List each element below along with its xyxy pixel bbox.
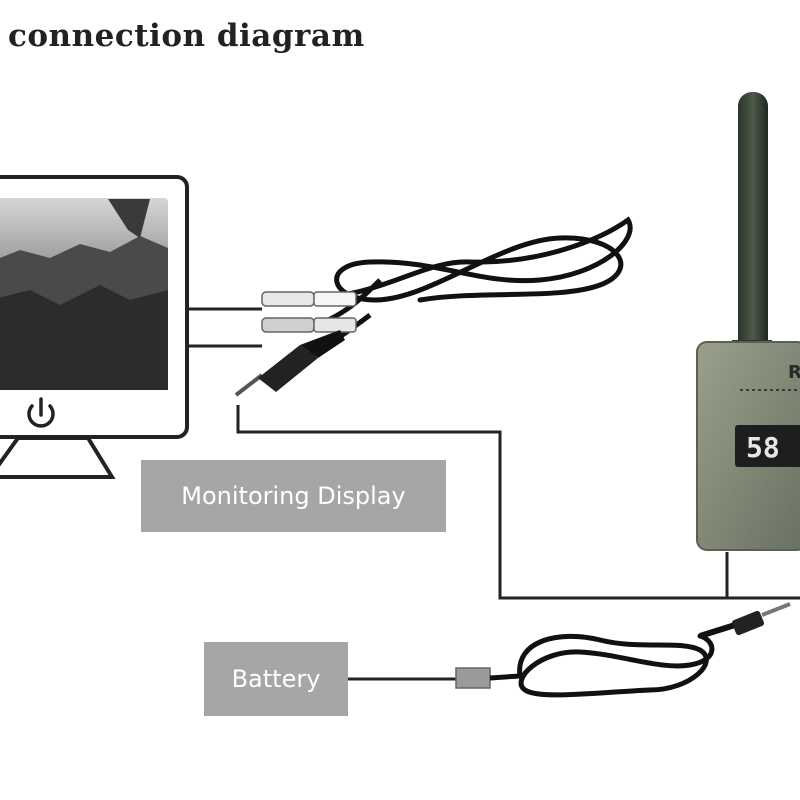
av-jack-plug (234, 330, 345, 397)
screen-rocks (0, 285, 168, 390)
receiver-lcd-readout: 58 (746, 431, 780, 464)
receiver-lcd (735, 425, 800, 467)
receiver-logo: R (788, 362, 800, 383)
screen-drone-wing (108, 199, 150, 238)
battery-plug (455, 667, 491, 689)
rca-plug-red (261, 317, 357, 333)
receiver: R 58 (696, 92, 800, 551)
dc-jack-plug (732, 602, 791, 636)
battery-label: Battery (204, 642, 348, 716)
connector-lines (187, 307, 800, 681)
rca-plug-white (261, 291, 357, 307)
av-cable (234, 216, 633, 397)
diagram-title: connection diagram (8, 18, 365, 54)
antenna (738, 92, 768, 357)
power-icon (27, 397, 55, 428)
monitor-stand (0, 436, 116, 479)
monitor (0, 175, 189, 479)
battery-cable (455, 602, 791, 698)
monitoring-display-label: Monitoring Display (141, 460, 446, 532)
